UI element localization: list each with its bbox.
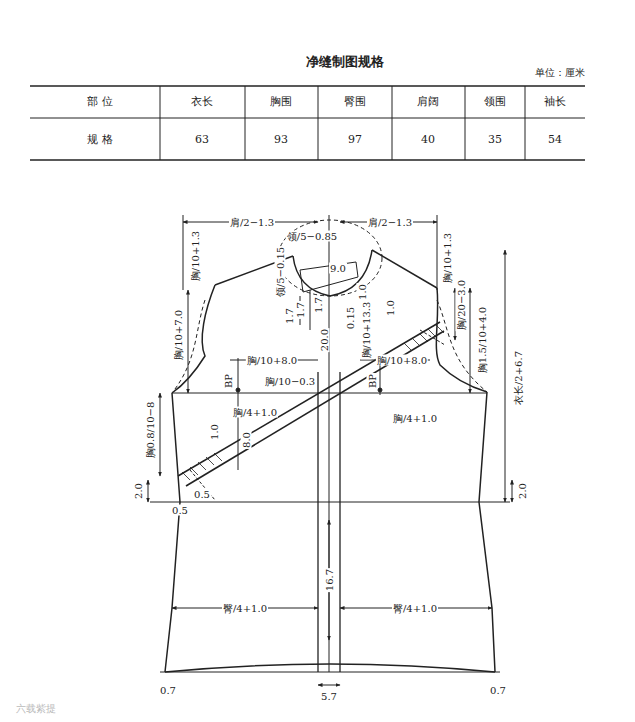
callout-label: BP [367, 373, 378, 389]
dimension-label: 0.7 [489, 685, 507, 696]
dimension-label: 9.0 [329, 263, 347, 274]
callout-label: BP [223, 373, 234, 389]
dimension-label: 胸/10+7.0 [173, 309, 184, 361]
dimension-label: 衣长/2+6.7 [513, 350, 524, 406]
dimension-label: 2.0 [133, 482, 144, 500]
dimension-label: 1.0 [357, 283, 368, 301]
dimension-label: 胸/10+8.0 [376, 355, 428, 366]
table-cell: 63 [194, 134, 210, 146]
dimension-label: 1.7 [284, 307, 295, 325]
dimension-label: 5.7 [320, 691, 338, 702]
dimension-label: 8.0 [241, 431, 252, 449]
dimension-label: 肩/2−1.3 [367, 217, 413, 228]
table-cell: 臀围 [343, 96, 367, 108]
table-cell: 袖长 [543, 96, 567, 108]
dimension-label: 领/5−0.15 [275, 246, 286, 298]
dimension-label: 臀/4+1.0 [222, 603, 268, 614]
dimension-label: 胸/20−3.0 [456, 279, 467, 331]
dimension-label: 臀/4+1.0 [392, 603, 438, 614]
table-cell: 衣长 [190, 96, 214, 108]
dimension-label: 0.5 [171, 505, 189, 516]
dimension-label: 肩/2−1.3 [229, 217, 275, 228]
dimension-label: 胸0.8/10−8 [145, 401, 156, 460]
table-cell: 97 [347, 134, 363, 146]
table-cell: 35 [487, 134, 503, 146]
table-cell: 领围 [483, 96, 507, 108]
dimension-label: 1.7 [313, 296, 324, 314]
dimension-label: 胸/4+1.0 [232, 407, 278, 418]
dimension-label: 胸/10+8.0 [246, 355, 298, 366]
dimension-label: 胸1.5/10+4.0 [477, 306, 488, 374]
watermark: 六载紫提 [15, 703, 57, 714]
dimension-label: 领/5−0.85 [286, 231, 338, 242]
chart-title: 净缝制图规格 [306, 53, 384, 71]
dimension-label: 2.0 [517, 482, 528, 500]
dimension-label: 胸/4+1.0 [392, 413, 438, 424]
dimension-label: 1.0 [209, 423, 220, 441]
dimension-label: 胸/10+13.3 [361, 301, 372, 360]
table-cell: 部 位 [86, 96, 114, 108]
table-cell: 肩阔 [416, 96, 440, 108]
table-cell: 40 [420, 134, 436, 146]
dimension-label: 0.7 [159, 685, 177, 696]
dimension-label: 胸/10+1.3 [190, 230, 201, 282]
dimension-label: 1.0 [385, 299, 396, 317]
table-cell: 规 格 [86, 134, 114, 146]
dimension-label: 胸/10+1.3 [442, 232, 453, 284]
table-cell: 54 [547, 134, 563, 146]
unit-note: 单位：厘米 [534, 67, 586, 78]
table-cell: 胸围 [269, 96, 293, 108]
dimension-label: 16.7 [324, 568, 335, 592]
dimension-label: 0.5 [193, 489, 211, 500]
table-cell: 93 [273, 134, 289, 146]
dimension-label: 20.0 [319, 328, 330, 352]
dimension-label: 1.7 [295, 301, 306, 319]
dimension-label: 胸/10−0.3 [264, 376, 316, 387]
dimension-label: 0.15 [345, 306, 356, 330]
